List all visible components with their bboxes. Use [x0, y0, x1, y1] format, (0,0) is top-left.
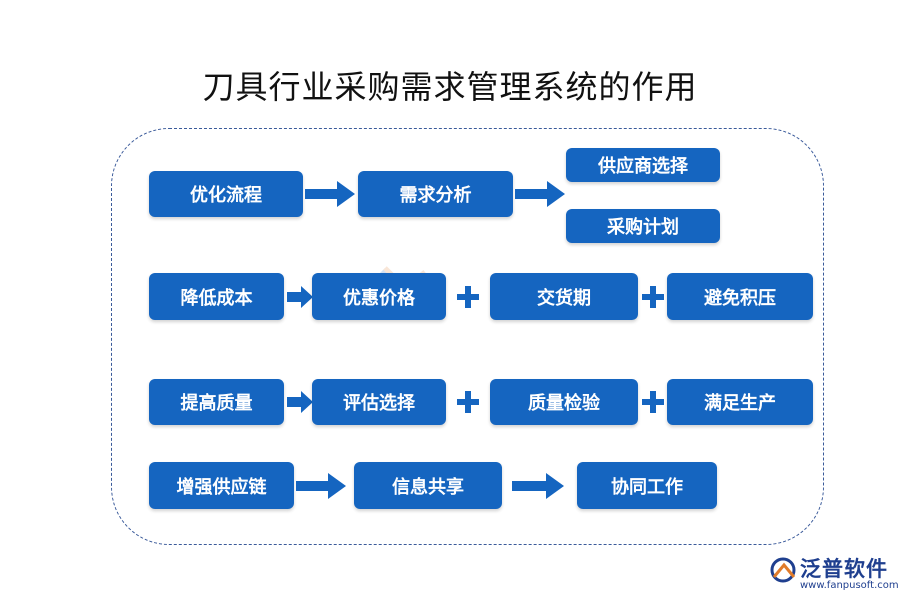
row2-plus-2 — [642, 286, 664, 308]
row2-item-label-3: 避免积压 — [704, 287, 776, 309]
row1-head-box: 优化流程 — [149, 171, 303, 217]
dashed-frame — [111, 128, 824, 545]
row1-outcome-label-1: 供应商选择 — [598, 156, 688, 177]
brand-logo-icon — [770, 557, 796, 583]
row2-item-box-2: 交货期 — [490, 273, 638, 320]
row3-plus-2 — [642, 391, 664, 413]
row3-item-label-2: 质量检验 — [528, 393, 600, 414]
row1-outcome-box-1: 供应商选择 — [566, 148, 720, 182]
row1-item-box-1: 需求分析 — [358, 171, 513, 217]
row1-arrow-1 — [305, 181, 355, 207]
row4-item-box-1: 信息共享 — [354, 462, 502, 509]
row1-outcome-label-2: 采购计划 — [607, 217, 679, 238]
row3-item-label-1: 评估选择 — [343, 393, 415, 414]
row2-item-label-2: 交货期 — [537, 287, 591, 309]
row4-head-box: 增强供应链 — [149, 462, 294, 509]
row3-head-box: 提高质量 — [149, 379, 284, 425]
row3-arrow — [287, 391, 313, 413]
brand-logo: 泛普软件 www.fanpusoft.com — [770, 553, 899, 598]
row1-item-label-1: 需求分析 — [399, 185, 472, 206]
row1-outcome-box-2: 采购计划 — [566, 209, 720, 243]
row4-item-box-2: 协同工作 — [577, 462, 717, 509]
row4-item-label-2: 协同工作 — [611, 476, 683, 498]
row4-head-label: 增强供应链 — [176, 476, 267, 498]
row2-plus-1 — [457, 286, 479, 308]
row3-plus-1 — [457, 391, 479, 413]
row2-head-box: 降低成本 — [149, 273, 284, 320]
row4-arrow-1 — [296, 473, 346, 499]
row4-item-label-1: 信息共享 — [392, 476, 464, 498]
row2-item-box-3: 避免积压 — [667, 273, 813, 320]
page-title: 刀具行业采购需求管理系统的作用 — [202, 68, 698, 106]
row1-arrow-2 — [515, 181, 565, 207]
row3-item-box-3: 满足生产 — [667, 379, 813, 425]
row2-head-label: 降低成本 — [180, 287, 253, 309]
row2-arrow — [287, 286, 313, 308]
row2-item-label-1: 优惠价格 — [343, 287, 415, 309]
row3-head-label: 提高质量 — [180, 393, 253, 414]
row3-item-box-1: 评估选择 — [312, 379, 446, 425]
row2-item-box-1: 优惠价格 — [312, 273, 446, 320]
row3-item-box-2: 质量检验 — [490, 379, 638, 425]
row1-head-label: 优化流程 — [190, 185, 262, 206]
row4-arrow-2 — [512, 473, 564, 499]
row3-item-label-3: 满足生产 — [704, 393, 776, 414]
brand-name: 泛普软件 — [800, 557, 888, 581]
brand-url: www.fanpusoft.com — [800, 580, 899, 591]
